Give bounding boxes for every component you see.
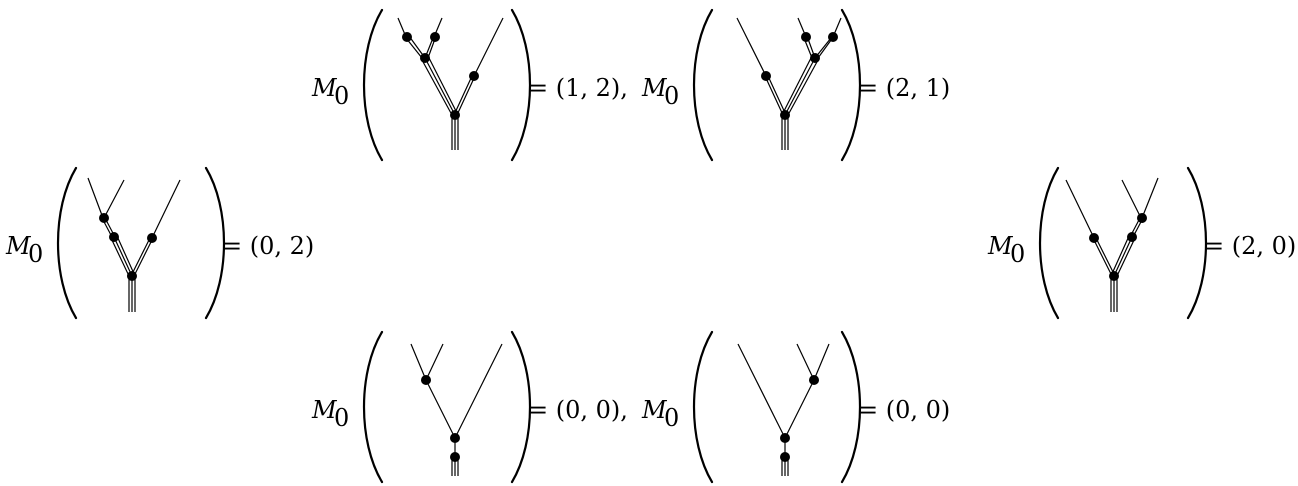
- vertex: [809, 375, 819, 385]
- vertex: [421, 375, 431, 385]
- vertex: [420, 53, 430, 63]
- operator-subscript: 0: [664, 82, 679, 110]
- equation-bottom-left: M 0 = (0, 0),: [311, 330, 628, 484]
- vertex: [109, 232, 119, 242]
- left-paren: [363, 330, 384, 484]
- equation-top-left: M 0: [311, 8, 628, 162]
- vertex: [450, 433, 460, 443]
- left-paren: [693, 330, 714, 484]
- vertex: [1127, 232, 1137, 242]
- right-paren: [204, 166, 225, 320]
- result-text: = (0, 0): [858, 396, 950, 424]
- tree-diagram: [87, 177, 181, 312]
- operator-m: M: [311, 396, 338, 424]
- operator-subscript: 0: [334, 82, 349, 110]
- right-paren: [1186, 166, 1207, 320]
- left-paren: [693, 8, 714, 162]
- left-paren: [1039, 166, 1060, 320]
- vertex: [450, 452, 460, 462]
- tree-diagram: [1065, 177, 1159, 312]
- right-paren: [510, 330, 531, 484]
- vertex: [469, 71, 479, 81]
- vertex: [147, 233, 157, 243]
- result-text: = (0, 0),: [528, 396, 628, 424]
- equation-mid-right: M 0 = (2, 0): [987, 166, 1296, 320]
- vertex: [828, 32, 838, 42]
- operator-subscript: 0: [28, 240, 43, 268]
- vertex: [99, 213, 109, 223]
- operator-m: M: [311, 74, 338, 102]
- equation-bottom-right: M 0 = (0, 0): [641, 330, 950, 484]
- left-paren: [57, 166, 78, 320]
- vertex: [780, 110, 790, 120]
- equation-mid-left: M 0 = (0, 2): [5, 166, 314, 320]
- right-paren: [840, 330, 861, 484]
- equation-top-right: M 0 = (2, 1): [641, 8, 950, 162]
- result-text: = (0, 2): [222, 232, 314, 260]
- vertex: [810, 53, 820, 63]
- operator-m: M: [987, 232, 1014, 260]
- vertex: [780, 452, 790, 462]
- right-paren: [840, 8, 861, 162]
- vertex: [761, 71, 771, 81]
- left-paren: [363, 8, 384, 162]
- result-text: = (2, 1): [858, 74, 950, 102]
- tree-diagram: [410, 343, 503, 476]
- tree-diagram: [736, 17, 842, 150]
- vertex: [402, 32, 412, 42]
- result-text: = (1, 2),: [528, 74, 628, 102]
- tree-diagram: [397, 17, 504, 150]
- vertex: [450, 110, 460, 120]
- operator-m: M: [641, 74, 668, 102]
- right-paren: [510, 8, 531, 162]
- vertex: [127, 271, 137, 281]
- operator-m: M: [641, 396, 668, 424]
- vertex: [780, 433, 790, 443]
- operator-subscript: 0: [334, 404, 349, 432]
- operator-subscript: 0: [664, 404, 679, 432]
- vertex: [1089, 233, 1099, 243]
- operator-m: M: [5, 232, 32, 260]
- vertex: [1137, 213, 1147, 223]
- vertex: [1109, 271, 1119, 281]
- vertex: [430, 32, 440, 42]
- result-text: = (2, 0): [1204, 232, 1296, 260]
- tree-diagram: [737, 343, 830, 476]
- vertex: [801, 32, 811, 42]
- operator-subscript: 0: [1010, 240, 1025, 268]
